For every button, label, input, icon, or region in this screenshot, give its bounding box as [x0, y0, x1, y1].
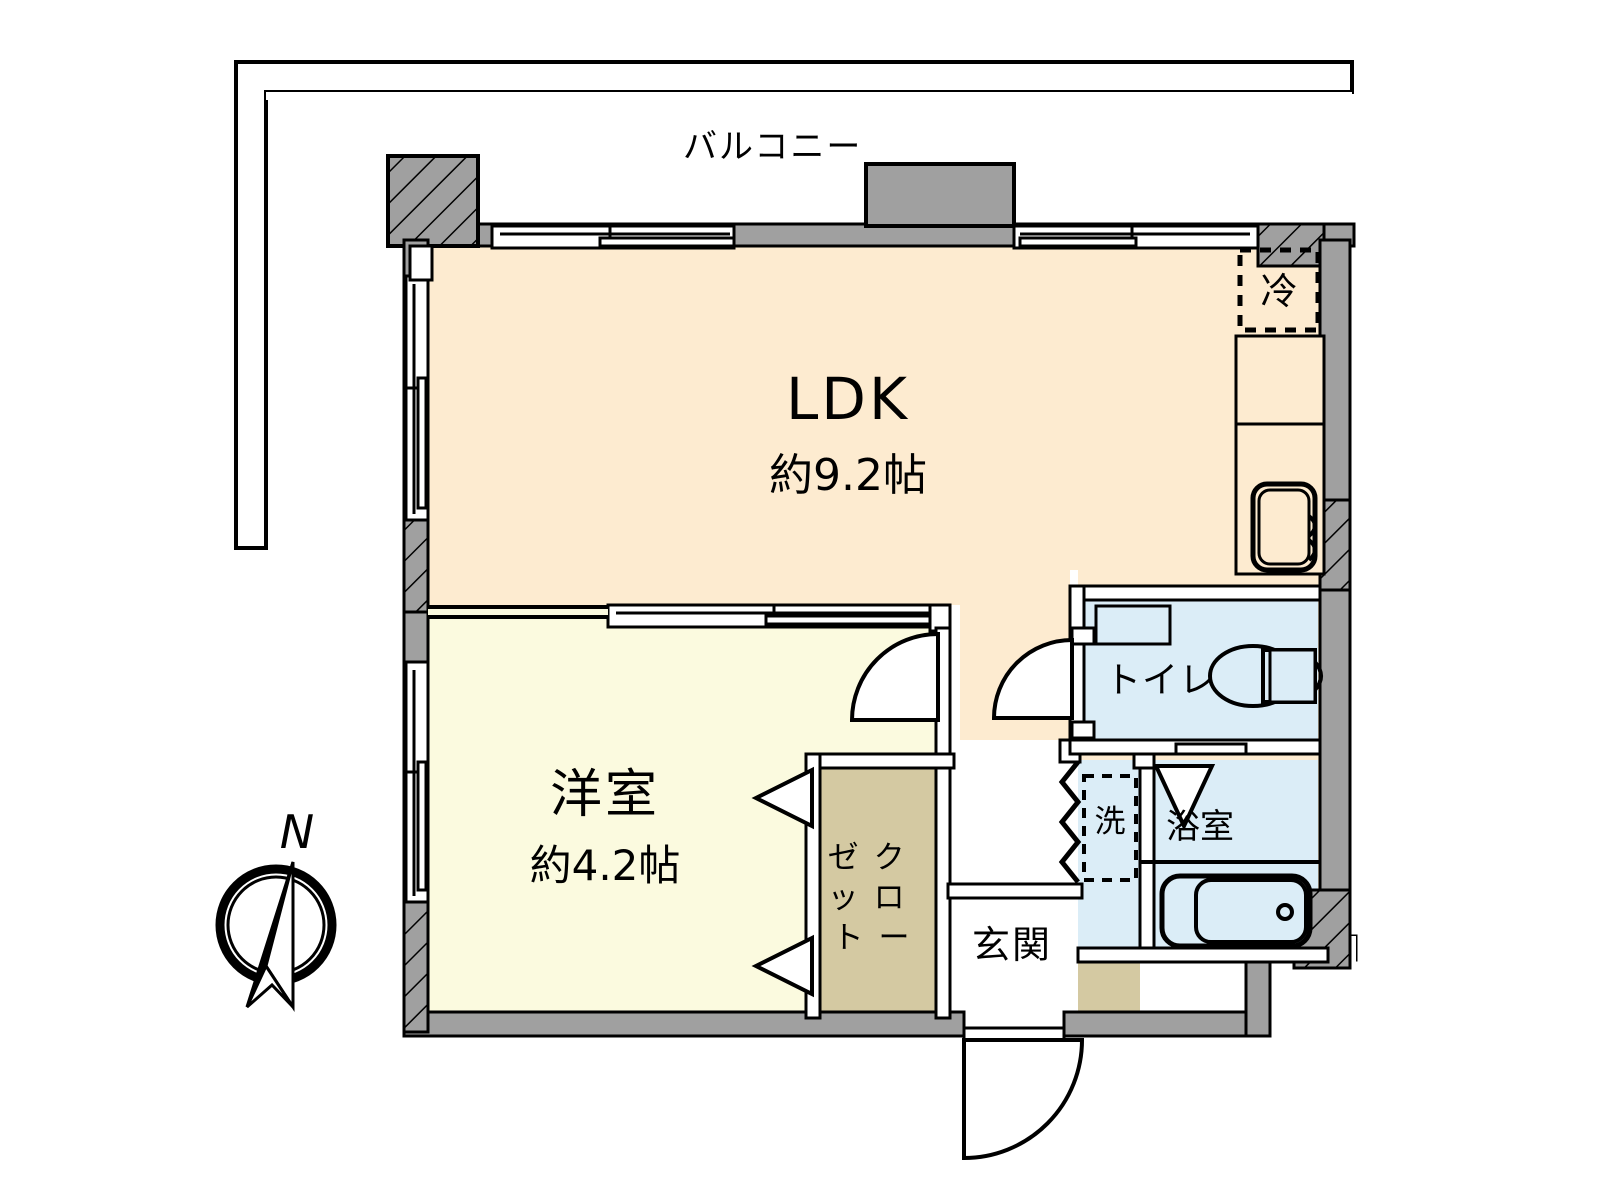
bath-label-group: 浴室 [1166, 807, 1234, 847]
compass-rose: N [215, 805, 337, 1013]
toilet-shelf [1094, 604, 1172, 646]
window-top-left [490, 224, 736, 250]
closet-char-1: ロ [874, 880, 905, 916]
bath-label: 浴室 [1166, 807, 1234, 847]
ldk-area-label: 約9.2帖 [769, 450, 927, 501]
toilet-door[interactable] [991, 637, 1074, 720]
entrance-label: 玄関 [972, 923, 1052, 967]
closet-char-2: ー [879, 920, 910, 956]
bedroom-label-group: 洋室 約4.2帖 [530, 765, 681, 890]
ldk-label: LDK [786, 365, 910, 433]
washer-label: 洗 [1095, 804, 1126, 840]
closet-door-upper[interactable] [751, 766, 814, 830]
toilet-fixture [1208, 644, 1323, 708]
toilet-door-jambs [1070, 626, 1096, 740]
bedroom-door[interactable] [849, 631, 940, 722]
window-left-ldk [404, 274, 430, 522]
balcony-label-group: バルコニー [683, 127, 862, 167]
closet-char-3: ゼ [828, 840, 859, 876]
bedroom-label: 洋室 [550, 765, 660, 825]
balcony-door-rail [408, 244, 434, 282]
pillar-left-mid [402, 514, 430, 614]
pillar-left-bottom [402, 898, 430, 1034]
window-top-right [1012, 224, 1260, 250]
toilet-label: トイレ [1105, 660, 1216, 701]
balcony-outline [234, 60, 1354, 550]
balcony-label: バルコニー [683, 127, 862, 167]
kitchen-counter [1234, 334, 1326, 576]
closet-label-group: ク ロ ー ゼ ッ ト [828, 840, 915, 956]
closet-char-4: ッ [828, 880, 859, 916]
toilet-label-group: トイレ [1105, 660, 1216, 701]
closet-area [818, 766, 940, 1018]
closet-label-col-right: ク ロ ー [874, 840, 915, 956]
closet-door-lower[interactable] [751, 934, 814, 998]
fridge-space: 冷 [1237, 247, 1321, 333]
pillar-top-left [386, 154, 480, 248]
bath-door[interactable] [1152, 764, 1216, 831]
bedroom-area-label: 約4.2帖 [530, 841, 681, 890]
washer-space: 洗 [1082, 774, 1138, 882]
entrance-label-group: 玄関 [972, 923, 1052, 967]
wall-bump-top [864, 162, 1016, 228]
kitchen-sink-icon [1250, 481, 1318, 573]
entrance-door[interactable] [962, 1026, 1085, 1161]
folding-door-washer[interactable] [1058, 760, 1082, 884]
ldk-label-group: LDK 約9.2帖 [769, 365, 927, 501]
compass-north-label: N [280, 805, 314, 859]
bathtub [1159, 873, 1313, 949]
toilet-partition-marks [1174, 742, 1248, 756]
closet-label-col-left: ゼ ッ ト [828, 840, 869, 956]
closet-char-5: ト [833, 920, 864, 956]
closet-char-0: ク [874, 840, 905, 876]
fridge-label: 冷 [1261, 270, 1298, 313]
pillar-top-right [1256, 222, 1326, 268]
window-left-bedroom [404, 660, 430, 904]
